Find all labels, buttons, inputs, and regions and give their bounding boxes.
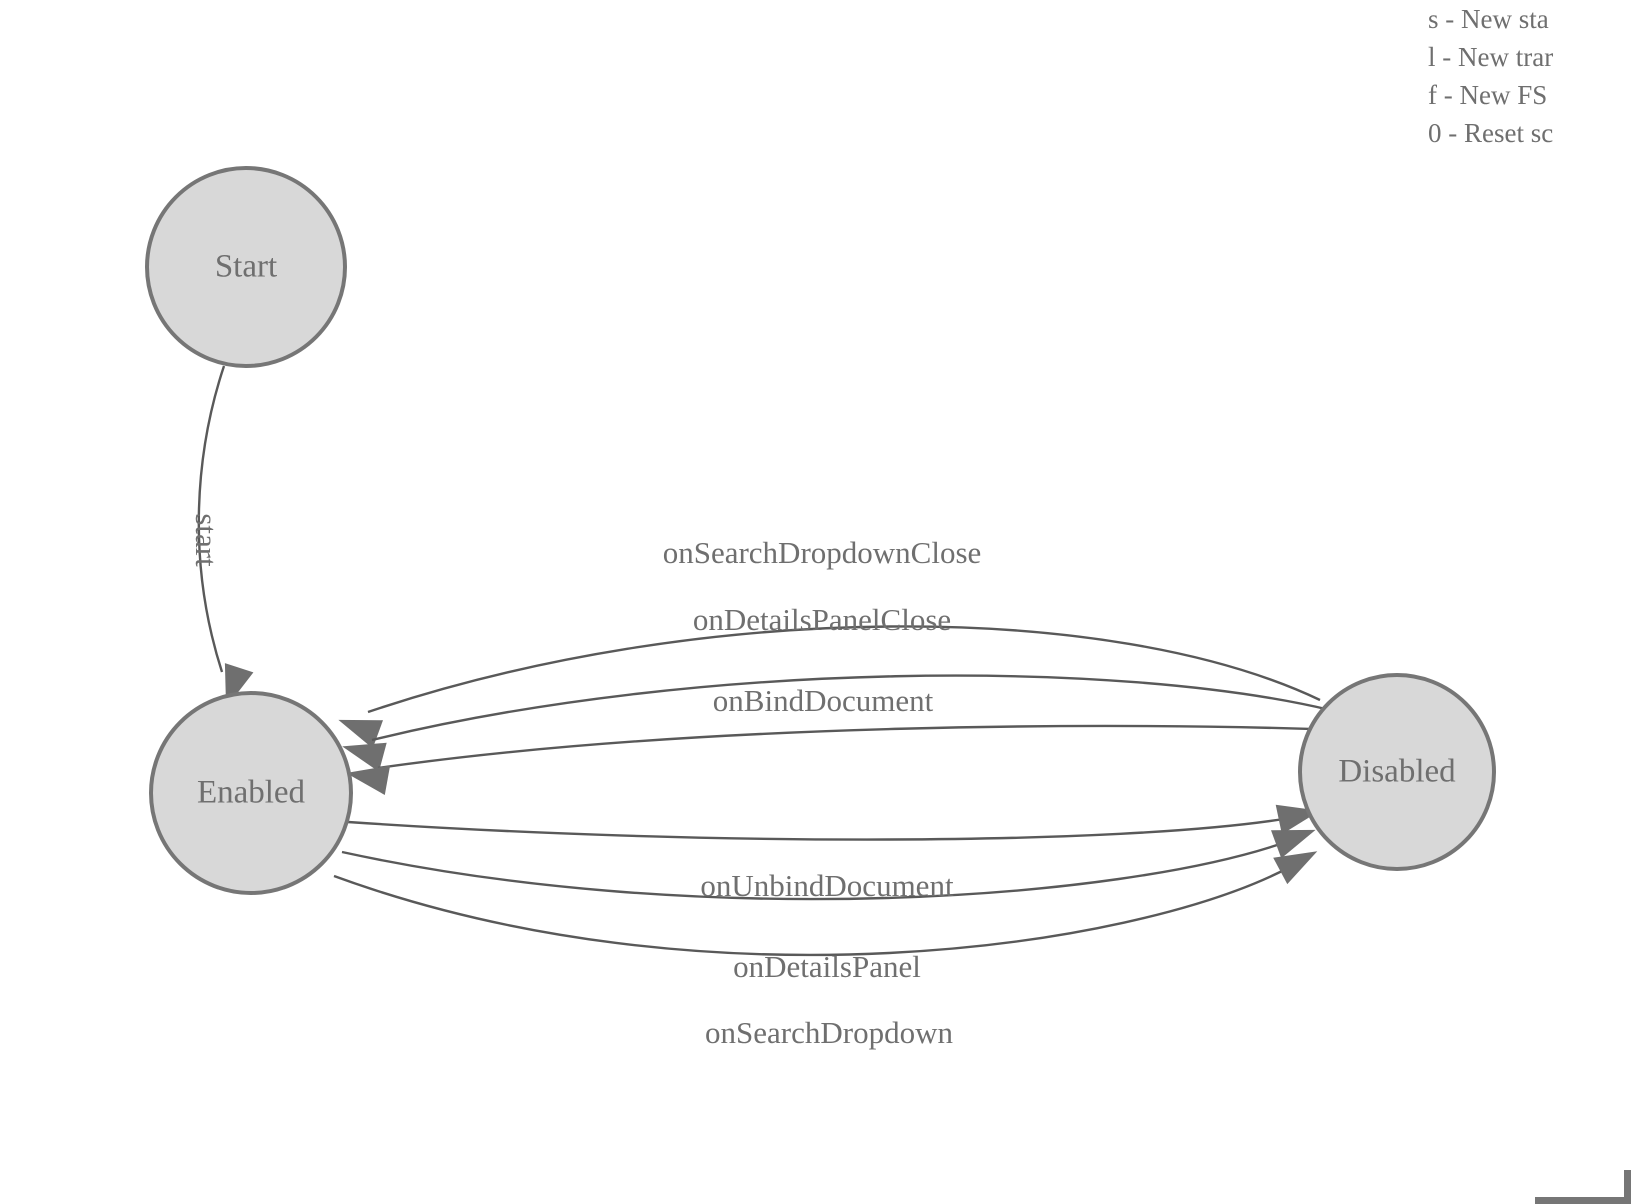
edge-label: onSearchDropdownClose bbox=[663, 535, 982, 570]
state-node-disabled[interactable] bbox=[1298, 673, 1496, 871]
edges-layer bbox=[197, 365, 1341, 957]
state-node-start[interactable] bbox=[145, 166, 347, 368]
state-node-label-start: Start bbox=[215, 249, 277, 285]
arrowhead-icon bbox=[1271, 829, 1316, 859]
state-node-enabled[interactable] bbox=[149, 691, 353, 895]
edge-start-to-enabled[interactable] bbox=[197, 365, 226, 673]
arrowhead-icon bbox=[338, 719, 383, 749]
state-node-label-enabled: Enabled bbox=[197, 775, 306, 811]
arrowhead-icon bbox=[342, 742, 387, 772]
edge-enabled-to-disabled[interactable] bbox=[347, 816, 1291, 841]
state-node-label-disabled: Disabled bbox=[1338, 754, 1456, 790]
arrowhead-icon bbox=[1273, 851, 1318, 885]
edge-label: onUnbindDocument bbox=[700, 868, 954, 903]
edge-enabled-to-disabled[interactable] bbox=[333, 866, 1289, 957]
edge-disabled-to-enabled[interactable] bbox=[371, 674, 1331, 742]
edge-enabled-to-disabled[interactable] bbox=[341, 840, 1287, 901]
edge-label: start bbox=[189, 513, 224, 567]
horizontal-scrollbar-thumb[interactable] bbox=[1535, 1197, 1627, 1204]
vertical-scrollbar-thumb[interactable] bbox=[1624, 1170, 1631, 1204]
edge-label: onDetailsPanelClose bbox=[693, 602, 951, 637]
edge-label: onDetailsPanel bbox=[733, 949, 921, 984]
edge-labels-layer: start onSearchDropdownClose onDetailsPanel… bbox=[189, 513, 981, 1050]
arrowhead-icon bbox=[346, 765, 391, 795]
edge-label: onBindDocument bbox=[713, 683, 934, 718]
edge-disabled-to-enabled[interactable] bbox=[367, 625, 1321, 714]
edge-label: onSearchDropdown bbox=[705, 1015, 953, 1050]
edge-disabled-to-enabled[interactable] bbox=[377, 724, 1341, 770]
